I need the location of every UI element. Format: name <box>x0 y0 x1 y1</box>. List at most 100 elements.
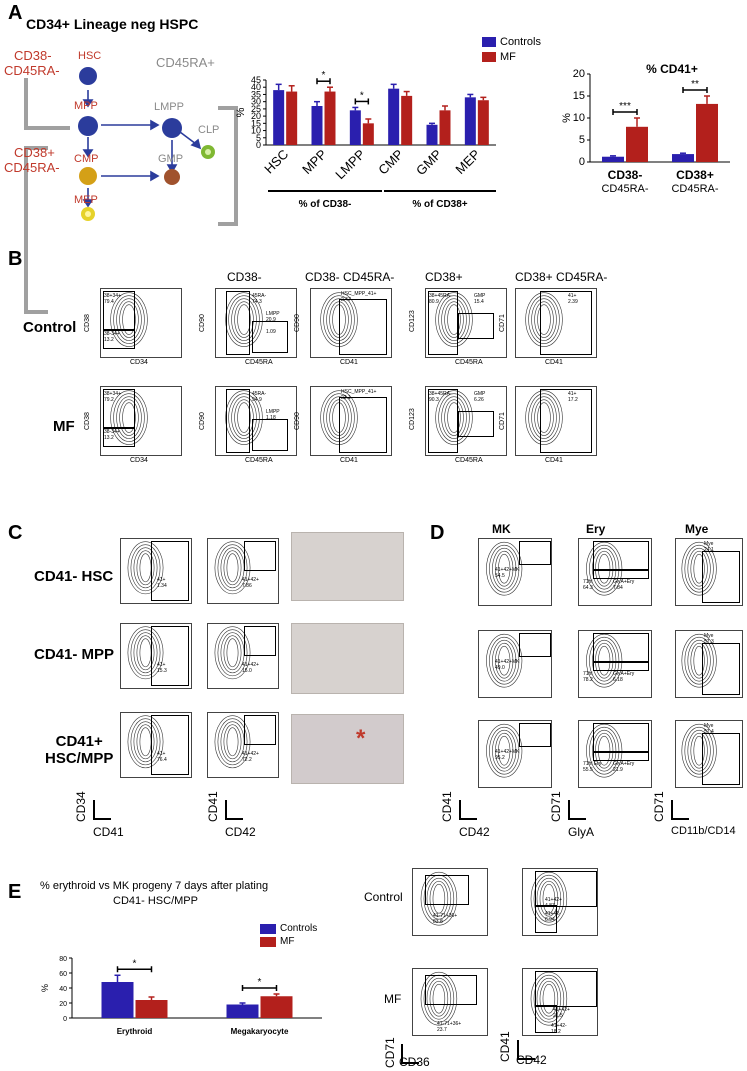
contour-ring <box>687 729 711 772</box>
gate <box>535 871 597 907</box>
x-axis-label: CD41 <box>545 359 563 366</box>
contour-ring <box>214 715 251 769</box>
contour-ring <box>426 977 452 1020</box>
gate-label: 38-34+ 13.2 <box>104 429 120 441</box>
contour-ring <box>438 393 470 442</box>
contour-density <box>681 541 717 596</box>
c-key2-bar <box>225 800 243 820</box>
contour-ring <box>586 633 623 688</box>
bar-mf <box>696 103 718 162</box>
d-key1-y: CD41 <box>440 791 454 822</box>
contour-ring <box>447 402 461 433</box>
contour-ring <box>228 393 260 442</box>
y-tick-label: 15 <box>251 118 261 128</box>
cd41-chart-title: % CD41+ <box>646 62 698 76</box>
d-key3-x: CD11b/CD14 <box>671 825 736 837</box>
contour-ring <box>133 547 158 589</box>
contour-ring <box>498 645 511 676</box>
contour-ring <box>420 871 458 926</box>
gate-label: 45RA- 74.3 <box>252 293 267 305</box>
c-row-3: CD41+ HSC/MPP <box>45 733 114 767</box>
c-key2-y: CD41 <box>206 791 220 822</box>
y-tick-label: 10 <box>251 126 261 136</box>
gate-label: LMPP 1.18 <box>266 409 280 421</box>
contour-ring <box>226 553 239 583</box>
bar-controls <box>464 97 476 145</box>
contour-density <box>525 390 563 445</box>
e-key2-y: CD41 <box>498 1031 512 1062</box>
category-label: Megakaryocyte <box>231 1027 289 1036</box>
contour-ring <box>592 639 617 682</box>
gate <box>458 313 494 339</box>
gate <box>151 541 189 601</box>
y-tick-label: 45 <box>251 75 261 85</box>
gate <box>244 541 276 571</box>
contour-ring <box>486 633 523 688</box>
flow-d-row3-mk: 41+42+MK 95.2 <box>478 720 552 788</box>
contour-ring <box>136 635 155 671</box>
gate-label: GlyA+Ery 6.18 <box>613 671 635 683</box>
gate-label: HSC_MPP_41+ 2.47 <box>341 291 377 303</box>
group-cd38neg-line1: CD38- <box>14 48 52 63</box>
contour-ring <box>113 295 145 344</box>
contour-ring <box>595 642 614 679</box>
contour-ring <box>530 971 568 1026</box>
contour-ring <box>228 295 260 344</box>
category-label: MPP <box>299 147 330 178</box>
contour-ring <box>530 871 568 926</box>
gate-label: 41+ 17.2 <box>568 391 578 403</box>
y-tick-label: 0 <box>63 1016 67 1023</box>
bar-controls <box>101 982 134 1018</box>
gate-label: 38+34+ 79.4 <box>104 293 121 305</box>
contour-ring <box>223 724 242 760</box>
gate <box>103 291 135 331</box>
contour-ring <box>226 727 239 757</box>
y-tick-label: 20 <box>251 111 261 121</box>
contour-ring <box>119 399 139 436</box>
gate <box>702 733 740 785</box>
y-tick-label: 5 <box>256 133 261 143</box>
contour-ring <box>225 292 263 347</box>
contour-ring <box>133 721 158 763</box>
y-axis-label: CD123 <box>409 408 416 430</box>
panel-label-a: A <box>8 2 23 24</box>
contour-ring <box>119 301 139 338</box>
contour-density <box>225 292 263 347</box>
cmp-label: CMP <box>74 153 99 165</box>
flow-c-row2-cd41-cd34: 41+ 15.3 <box>120 623 192 689</box>
y-axis-label: CD90 <box>199 314 206 332</box>
contour-ring <box>435 292 473 347</box>
flow-d-row3-mye: Mye 57.4 <box>675 720 743 788</box>
category-label-line: CD38+ <box>676 168 714 182</box>
legend-mf-label: MF <box>500 51 516 63</box>
e-legend-controls-label: Controls <box>280 923 318 934</box>
c-row-2: CD41- MPP <box>34 646 115 663</box>
contour-density <box>525 292 563 347</box>
significance-label: ** <box>691 79 699 90</box>
d-key2-x: GlyA <box>568 825 595 839</box>
group-cd38neg-line2: CD45RA- <box>4 63 60 78</box>
gate-label: GMP 6.26 <box>474 391 486 403</box>
bar-mf <box>324 91 336 145</box>
flow-d-row2-mk: 41+42+MK 49.0 <box>478 630 552 698</box>
contour-ring <box>681 541 717 596</box>
contour-density <box>214 541 251 595</box>
contour-ring <box>525 292 563 347</box>
bar-mf <box>135 1000 168 1018</box>
gate <box>593 751 649 761</box>
contour-ring <box>492 547 517 590</box>
gate <box>151 626 189 686</box>
y-tick-label: 40 <box>251 82 261 92</box>
contour-ring <box>432 883 446 914</box>
b-row-control: Control <box>23 319 77 336</box>
contour-density <box>214 626 251 680</box>
contour-density <box>530 971 568 1026</box>
category-label: CMP <box>375 147 406 178</box>
e-key1-y: CD71 <box>383 1037 397 1068</box>
contour-ring <box>528 393 560 442</box>
contour-ring <box>681 633 717 688</box>
y-tick-label: 15 <box>573 90 585 102</box>
